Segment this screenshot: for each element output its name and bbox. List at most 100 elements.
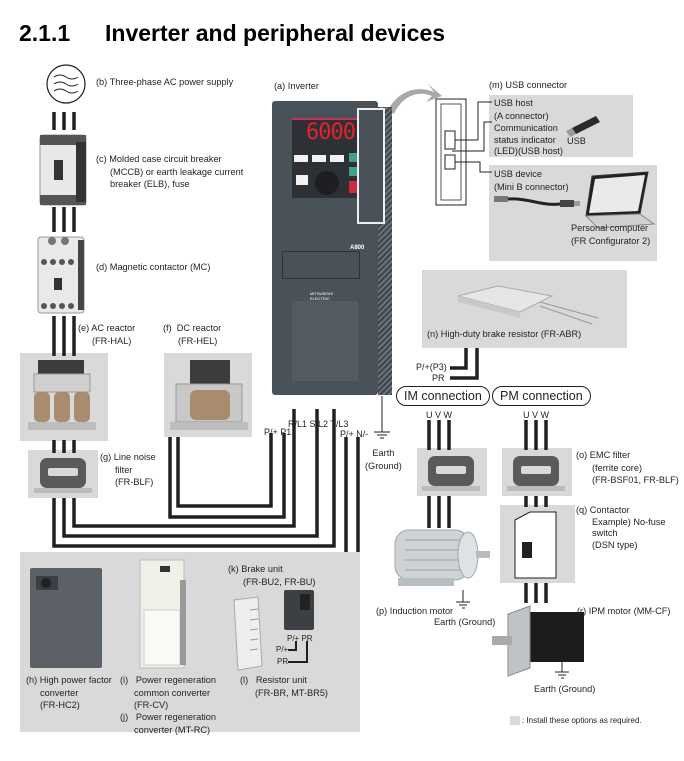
usb-host-label: USB host (A connector) [494,97,549,122]
indicator-label: Communication status indicator (LED)(USB… [494,123,563,158]
option-bg-ac-reactor [20,353,108,441]
section-title: Inverter and peripheral devices [105,20,446,46]
label-q-line: (DSN type) [592,539,638,550]
usb-connector-panel [435,98,492,206]
resistor-terminal-p: P/+ [276,645,289,654]
pu-ext-key[interactable] [296,175,308,185]
tag-k: (k) [228,564,239,574]
label-c: (c) Molded case circuit breaker (MCCB) o… [96,153,243,191]
earth-label-induction-motor: Earth (Ground) [434,617,496,627]
label-h-line: converter [40,687,79,698]
terminal-p-plus: P/+ [264,427,278,437]
usb-cover[interactable] [357,108,385,224]
section-number: 2.1.1 [19,20,71,46]
frequency-display: 6000 [306,120,356,145]
label-q-line: switch [592,528,618,538]
indicator-line: Communication [494,123,558,133]
tag-o: (o) [576,450,588,460]
label-j-line: converter (MT-RC) [134,724,211,735]
label-c-line: breaker (ELB), fuse [110,179,190,189]
usb-device-line: (Mini B connector) [494,181,569,192]
legend-swatch [510,716,520,725]
label-q: (q) Contactor Example) No-fuse switch (D… [576,505,666,551]
mccb-device [39,134,87,206]
label-d-line: Magnetic contactor (MC) [109,262,211,272]
label-j-line: Power regeneration [135,712,217,722]
tag-q: (q) [576,505,588,515]
set-key[interactable] [312,155,326,162]
label-i: (i) Power regeneration common converter … [120,674,216,712]
label-k-line: (FR-BU2, FR-BU) [243,576,316,587]
option-bg-dc-reactor [164,353,252,437]
tag-f: (f) [163,323,172,333]
earth-label-ipm-motor: Earth (Ground) [534,684,596,694]
tag-l: (l) [240,675,249,685]
im-connection-badge: IM connection [396,386,490,406]
tag-h: (h) [26,675,38,685]
tag-i: (i) [120,675,129,685]
terminal-r-l1: R/L1 [288,419,308,429]
label-i-line: common converter [134,687,211,698]
usb-host-line: (A connector) [494,110,549,121]
earth-label-line: (Ground) [365,460,402,471]
pm-uvw-label: U V W [523,410,549,420]
tag-e: (e) [78,323,90,333]
im-uvw-label: U V W [426,410,452,420]
tag-c: (c) [96,154,107,164]
label-h-line: (FR-HC2) [40,700,80,710]
terminal-n-minus: N/- [356,429,369,439]
label-m: (m) USB connector [489,80,568,90]
option-bg-emc-filter-im [417,448,487,496]
label-j: (j) Power regeneration converter (MT-RC) [120,711,216,736]
tag-j: (j) [120,712,129,722]
label-q-line: Contactor [589,505,630,515]
label-g-line: (FR-BLF) [115,477,154,487]
label-o: (o) EMC filter (ferrite core) (FR-BSF01,… [576,449,679,487]
pc-line: (FR Configurator 2) [571,236,651,246]
option-bg-contactor [500,505,575,583]
label-r: (r) IPM motor (MM-CF) [577,606,671,616]
terminal-pr: PR [301,634,313,643]
usb-label: USB [567,136,586,146]
label-l-line: Resistor unit [255,675,307,685]
terminal-dc-reactor: P/+ P1 [264,427,291,437]
terminal-p-plus: P/+ [287,634,300,643]
pm-connection-badge: PM connection [492,386,591,406]
label-d: (d) Magnetic contactor (MC) [96,261,210,274]
brand-logo: MITSUBISHI ELECTRIC [310,291,333,301]
terminal-t-l3: T/L3 [330,419,349,429]
indicator-line: status indicator [494,134,556,145]
label-b-line: Three-phase AC power supply [109,77,234,87]
label-i-line: (FR-CV) [134,700,169,710]
mode-key[interactable] [294,155,308,162]
label-i-line: Power regeneration [135,675,217,685]
arrow-icon [388,84,442,114]
resistor-terminal-pr: PR [277,657,289,666]
option-bg-emc-filter-pm [502,448,572,496]
usb-host-line: USB host [494,98,533,108]
label-l: (l) Resistor unit (FR-BR, MT-BR5) [240,674,328,699]
option-bg-usb-host [489,95,633,157]
rev-key[interactable] [349,167,362,176]
fwd-key[interactable] [349,153,362,162]
label-o-line: EMC filter [589,450,631,460]
label-k: (k) Brake unit (FR-BU2, FR-BU) [228,563,315,588]
label-c-line: Molded case circuit breaker [109,154,222,164]
ipm-motor-device [492,605,584,677]
label-f-line: DC reactor [176,323,222,333]
esc-key[interactable] [330,155,344,162]
legend-text: : Install these options as required. [522,716,642,725]
label-g: (g) Line noise filter (FR-BLF) [100,451,156,489]
setting-dial[interactable] [315,171,339,195]
earth-label-line: Earth [372,448,395,458]
page-title: 2.1.1 Inverter and peripheral devices [19,20,445,47]
brake-unit-terminals: P/+ PR [287,634,313,644]
pc-line: Personal computer [571,223,649,233]
label-h: (h) High power factor converter (FR-HC2) [26,674,112,712]
indicator-line: (LED)(USB host) [494,146,563,156]
label-e-line: (FR-HAL) [92,335,132,346]
magnetic-contactor-device [37,236,85,314]
label-c-line: (MCCB) or earth leakage current [110,166,244,177]
usb-device-line: USB device [494,169,543,179]
label-o-line: (FR-BSF01, FR-BLF) [592,475,679,485]
